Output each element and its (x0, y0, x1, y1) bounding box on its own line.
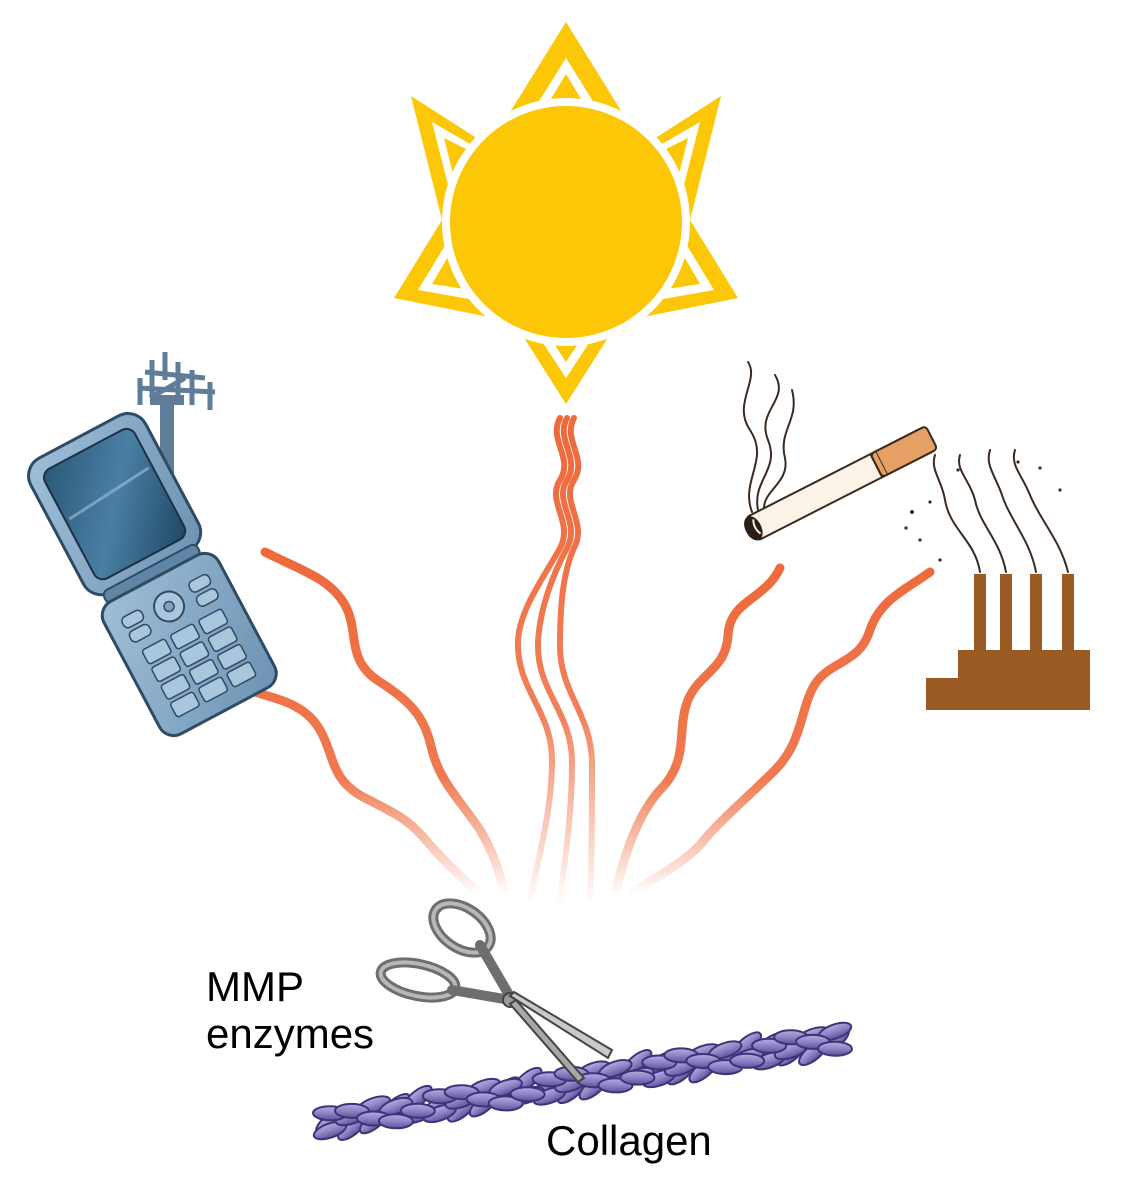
radiation-waves (243, 415, 935, 903)
scissors-icon (375, 898, 614, 1084)
collagen-strand-segment (509, 1086, 546, 1103)
cell-phone-icon (27, 412, 278, 738)
collagen-strand-segment (817, 1040, 853, 1057)
collagen-strand-segment (619, 1069, 656, 1086)
factory-icon (904, 449, 1090, 710)
collagen-strand-segment (487, 1095, 524, 1112)
collagen-strand-segment (729, 1052, 766, 1069)
mmp-label-line2: enzymes (206, 1010, 375, 1057)
cigarette-icon (742, 361, 938, 541)
mmp-label-line1: MMP (206, 963, 304, 1010)
collagen-label: Collagen (546, 1117, 712, 1164)
collagen-strand-segment (399, 1102, 436, 1119)
mmp-enzymes-label: MMP enzymes (206, 963, 374, 1057)
collagen-strand-segment (377, 1113, 414, 1130)
collagen-helix-icon (312, 1021, 853, 1141)
sun-icon (394, 22, 738, 404)
